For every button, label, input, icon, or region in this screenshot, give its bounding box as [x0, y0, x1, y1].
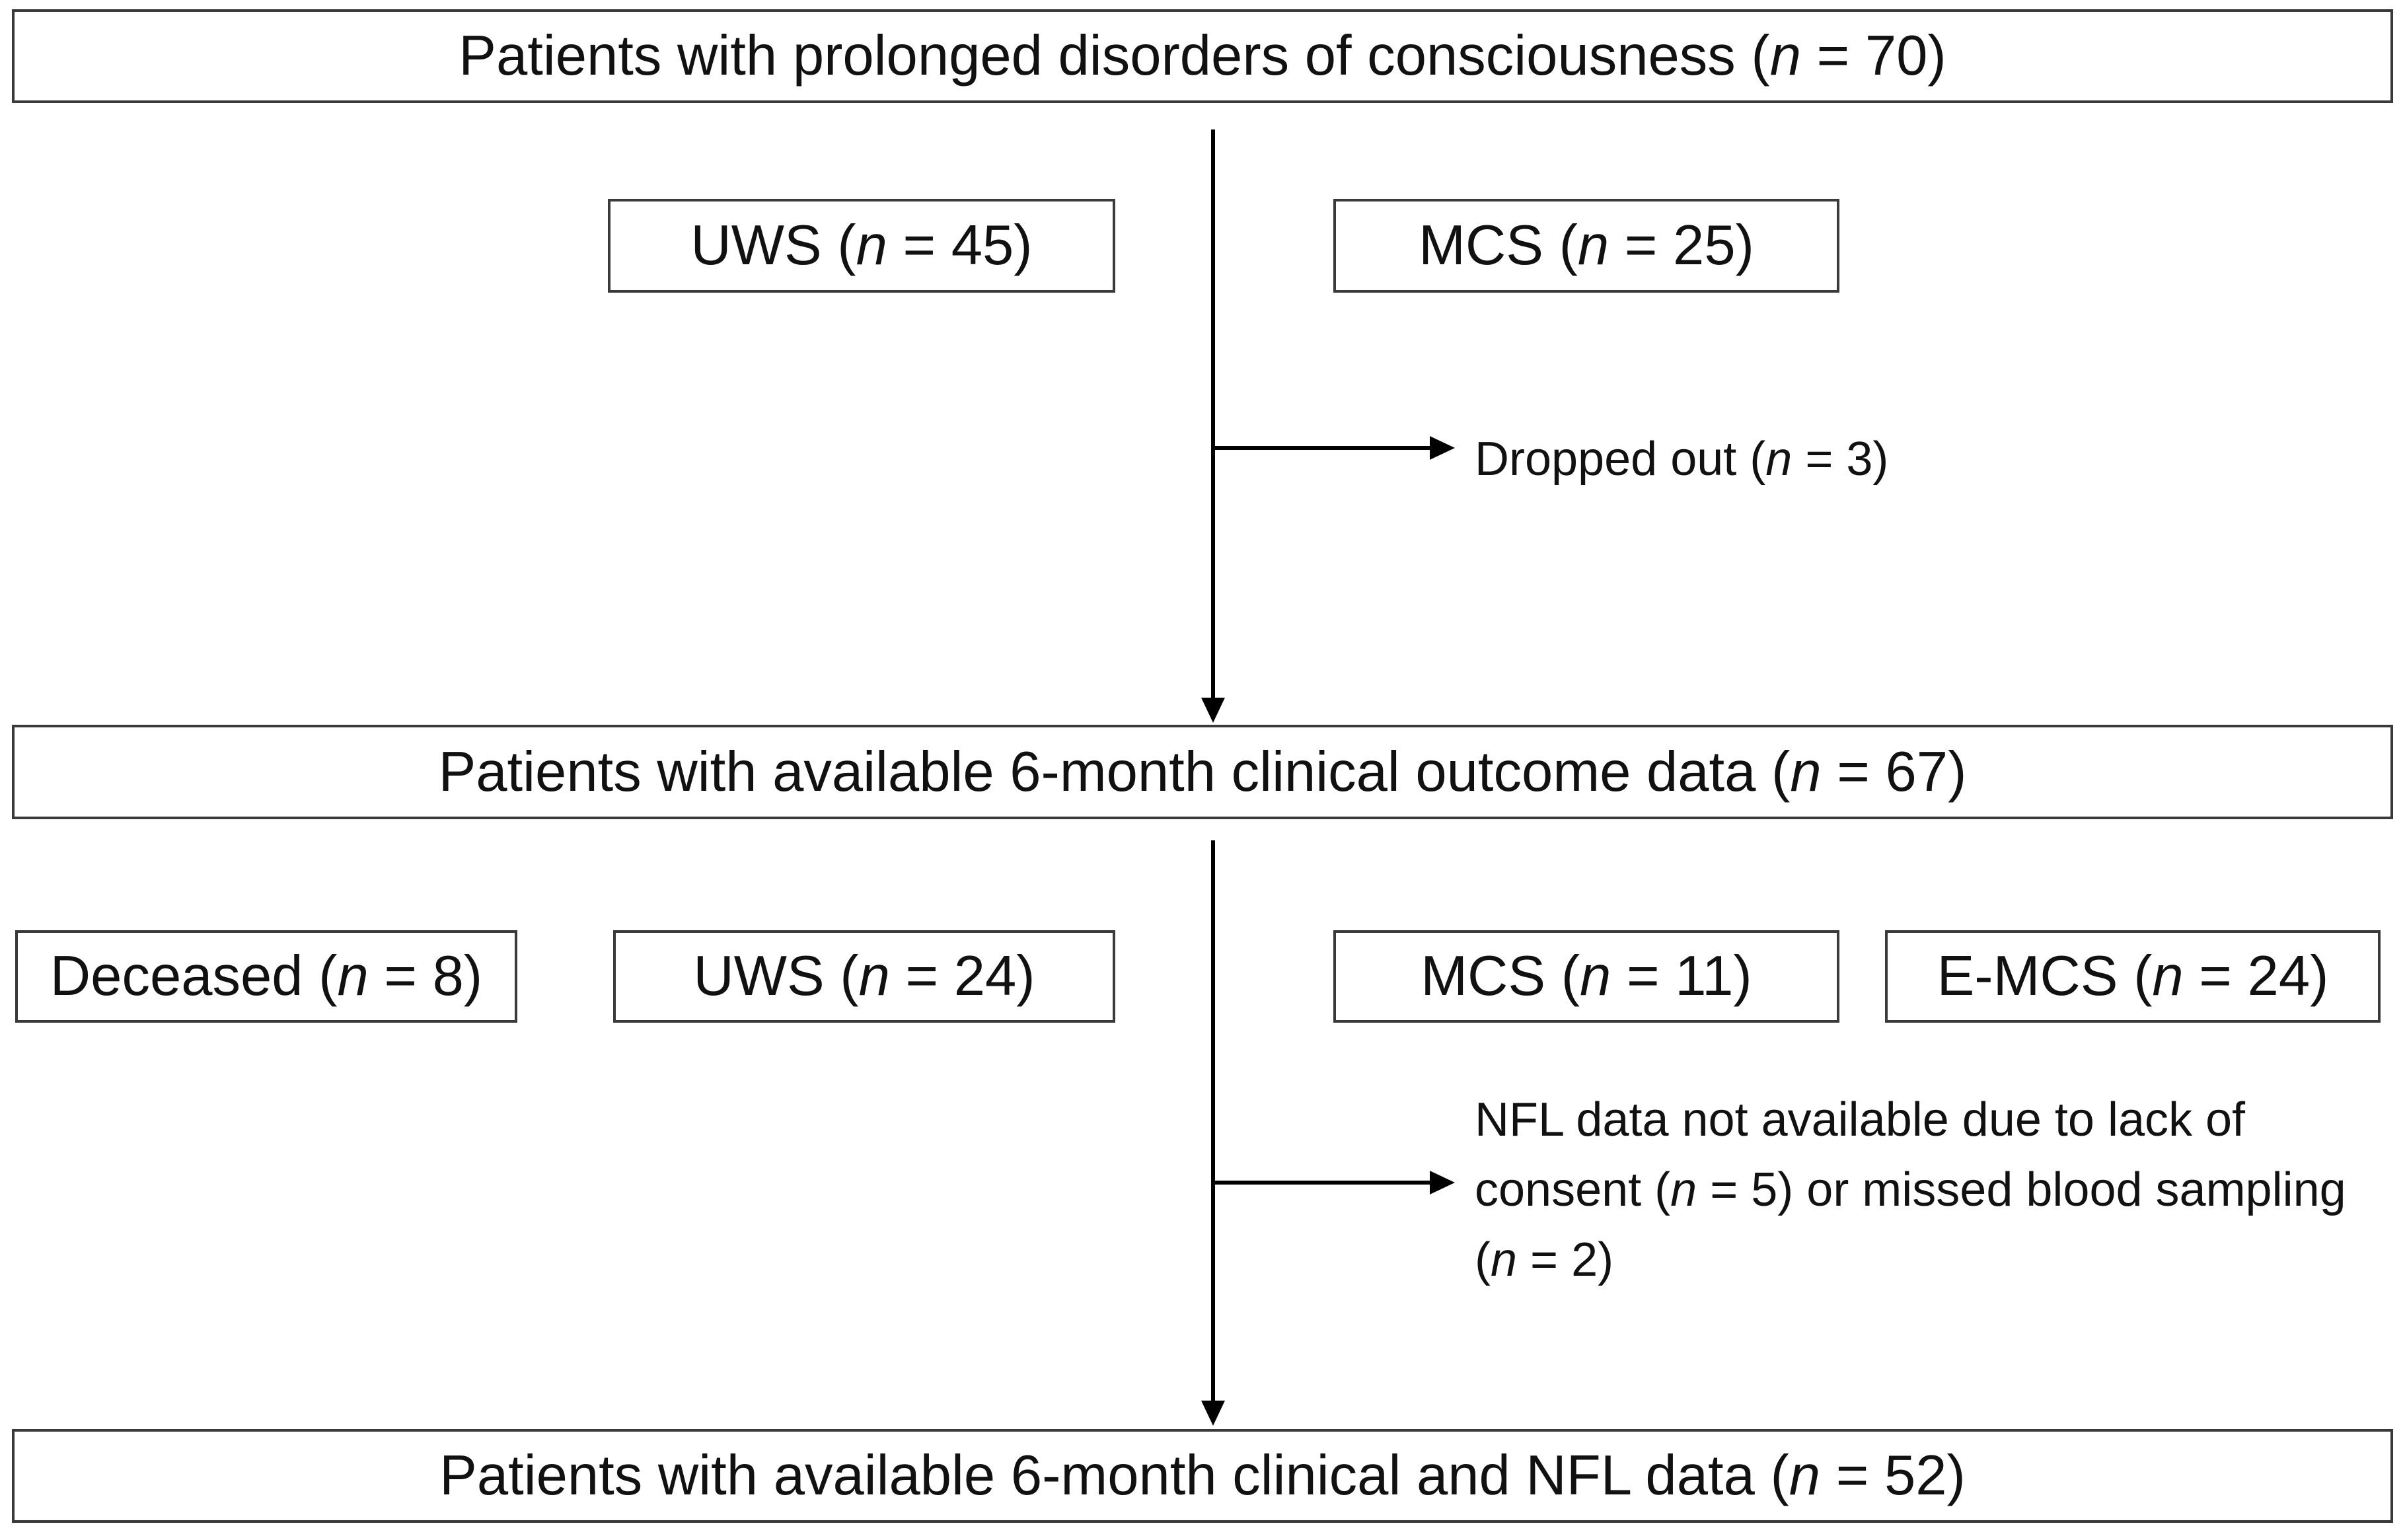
box-uws-baseline-label: UWS (n = 45): [690, 214, 1033, 277]
box-emcs-outcome-label: E-MCS (n = 24): [1937, 945, 2329, 1008]
vertical-connector-2: [1211, 840, 1215, 1402]
arrow-right-icon: [1430, 1171, 1455, 1194]
branch-connector-dropout: [1213, 446, 1431, 450]
dropout-note: Dropped out (n = 3): [1475, 433, 1889, 486]
banner-prolonged-doc-label: Patients with prolonged disorders of con…: [459, 24, 1946, 88]
box-mcs-baseline-label: MCS (n = 25): [1419, 214, 1754, 277]
box-mcs-outcome: MCS (n = 11): [1333, 930, 1839, 1023]
banner-prolonged-doc: Patients with prolonged disorders of con…: [12, 9, 2393, 103]
vertical-connector-1: [1211, 129, 1215, 699]
banner-6month-nfl-label: Patients with available 6-month clinical…: [439, 1444, 1966, 1508]
arrow-down-icon: [1201, 1401, 1225, 1426]
nfl-exclusion-note-line3: (n = 2): [1475, 1233, 1614, 1286]
branch-connector-nfl: [1213, 1181, 1431, 1185]
banner-6month-outcome: Patients with available 6-month clinical…: [12, 725, 2393, 819]
box-uws-baseline: UWS (n = 45): [608, 199, 1115, 293]
box-deceased-label: Deceased (n = 8): [50, 945, 483, 1008]
banner-6month-nfl: Patients with available 6-month clinical…: [12, 1429, 2393, 1523]
box-mcs-outcome-label: MCS (n = 11): [1421, 945, 1752, 1008]
box-uws-outcome-label: UWS (n = 24): [693, 945, 1035, 1008]
nfl-exclusion-note-line1: NFL data not available due to lack of: [1475, 1093, 2246, 1146]
arrow-down-icon: [1201, 698, 1225, 723]
banner-6month-outcome-label: Patients with available 6-month clinical…: [438, 740, 1967, 803]
arrow-right-icon: [1430, 436, 1455, 460]
box-deceased: Deceased (n = 8): [15, 930, 517, 1023]
box-uws-outcome: UWS (n = 24): [613, 930, 1115, 1023]
nfl-exclusion-note-line2: consent (n = 5) or missed blood sampling: [1475, 1163, 2346, 1216]
box-mcs-baseline: MCS (n = 25): [1333, 199, 1839, 293]
box-emcs-outcome: E-MCS (n = 24): [1885, 930, 2381, 1023]
nfl-exclusion-note: NFL data not available due to lack of co…: [1475, 1085, 2386, 1295]
